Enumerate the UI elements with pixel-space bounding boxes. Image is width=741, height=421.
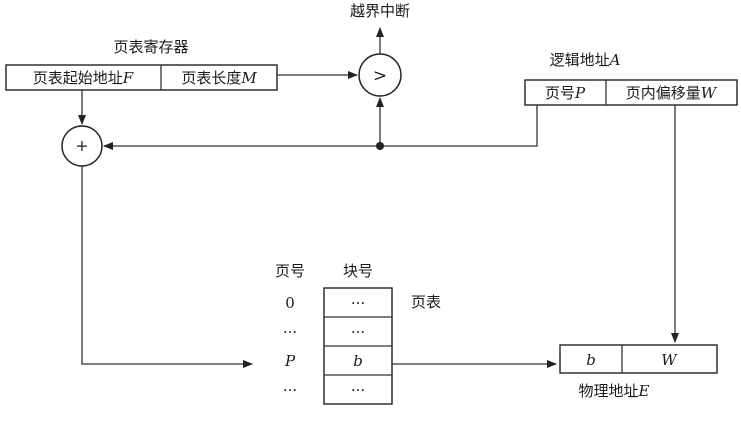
col-page-no-header: 页号 [275, 262, 305, 280]
compare-symbol: > [373, 66, 387, 86]
page-number-line [380, 105, 538, 147]
page-table-register-label: 页表寄存器 [113, 38, 188, 56]
arrow-adder-to-table [81, 166, 253, 368]
page-table-label: 页表 [411, 293, 441, 311]
table-block-no: ··· [351, 381, 365, 399]
table-page-no: ··· [283, 381, 297, 399]
logical-address-box: 页号P 页内偏移量W [524, 79, 738, 106]
physical-address-label: 物理地址E [579, 382, 650, 400]
table-block-no: b [353, 352, 363, 370]
overflow-interrupt-label: 越界中断 [350, 2, 410, 20]
comparator: > [358, 53, 402, 97]
register-length-cell: 页表长度M [181, 69, 257, 87]
table-page-no: P [284, 352, 296, 370]
junction-dot [376, 142, 384, 150]
logical-offset-cell: 页内偏移量W [626, 84, 718, 102]
physical-block-cell: b [586, 351, 596, 369]
col-block-no-header: 块号 [343, 262, 373, 280]
table-block-no: ··· [351, 294, 365, 312]
table-block-no: ··· [351, 323, 365, 341]
physical-offset-cell: W [661, 351, 678, 369]
register-start-address-cell: 页表起始地址F [33, 69, 134, 87]
add-symbol: + [75, 136, 88, 155]
logical-address-label: 逻辑地址A [550, 51, 621, 69]
adder: + [61, 125, 103, 167]
physical-address-box: b W [559, 344, 718, 374]
table-page-no: ··· [283, 323, 297, 341]
logical-page-cell: 页号P [545, 84, 586, 102]
table-page-no: 0 [285, 294, 295, 312]
page-table-register: 页表起始地址F 页表长度M [5, 64, 278, 91]
